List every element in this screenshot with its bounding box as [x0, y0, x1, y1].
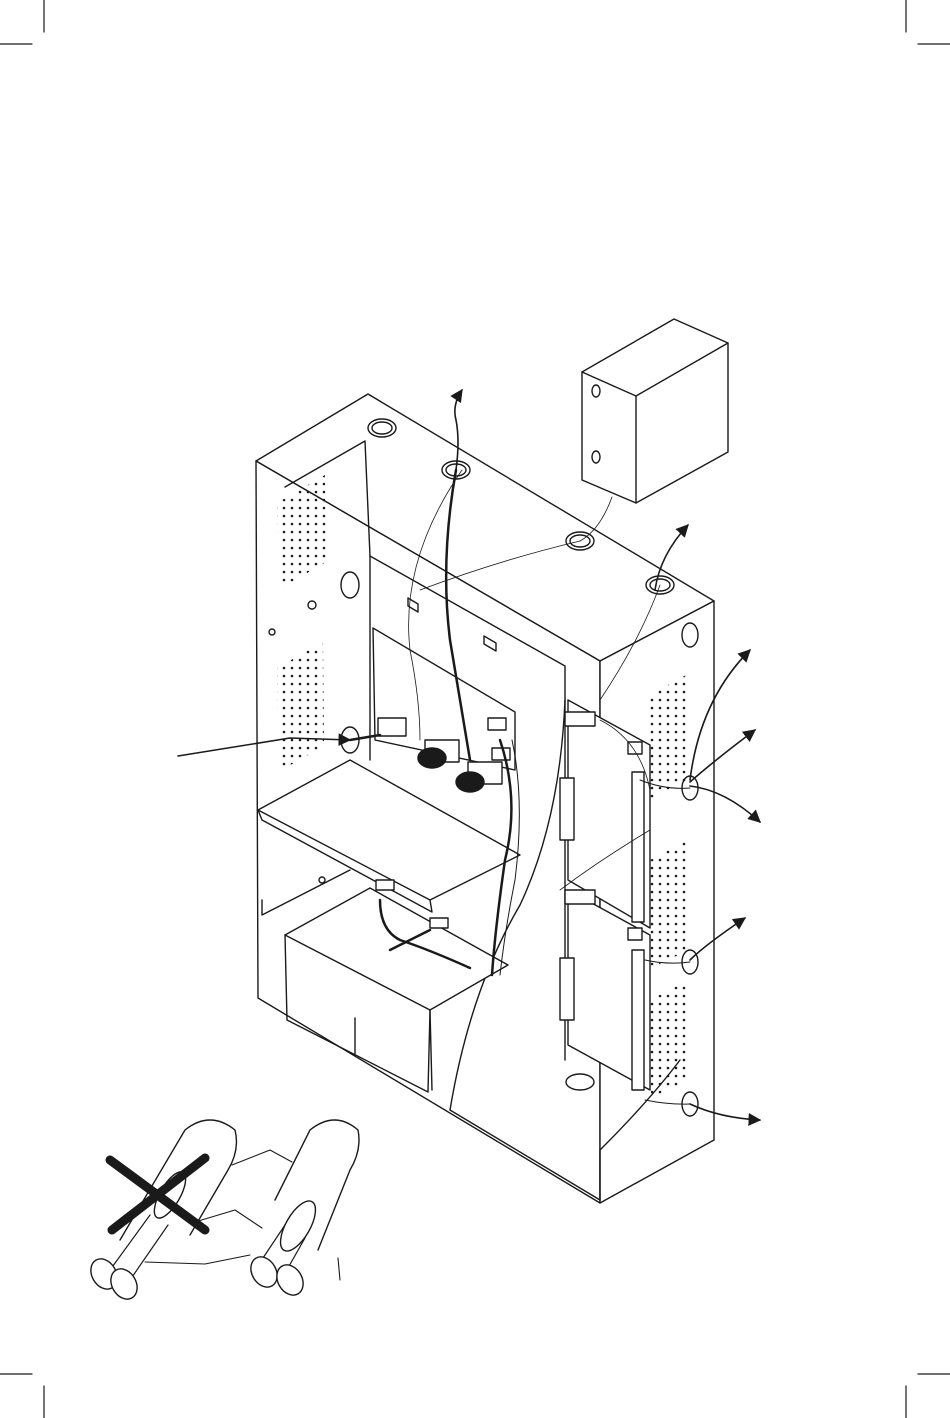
- incorrect-cable-crossed: [86, 1120, 237, 1304]
- module-boards: [560, 700, 650, 1090]
- junction-box: [582, 319, 728, 503]
- correct-cable: [246, 1120, 359, 1300]
- cable-detail-inset: [86, 1120, 359, 1304]
